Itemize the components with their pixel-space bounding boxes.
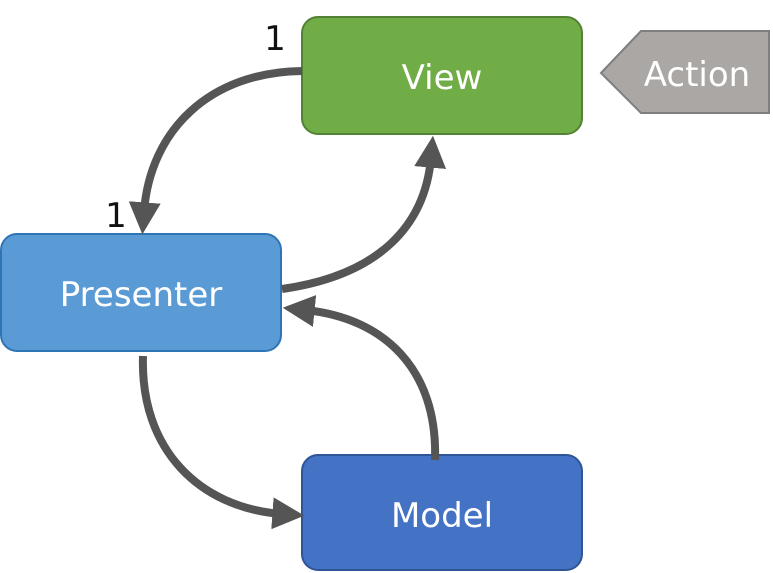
model-node: Model — [301, 454, 583, 571]
model-label: Model — [391, 496, 493, 536]
arrow-view-to-presenter — [128, 67, 303, 235]
view-label: View — [402, 58, 483, 98]
view-node: View — [301, 16, 583, 135]
presenter-node: Presenter — [0, 233, 282, 352]
action-label: Action — [644, 55, 750, 95]
multiplicity-view-end: 1 — [264, 19, 286, 59]
arrow-presenter-to-model — [138, 355, 305, 530]
multiplicity-presenter-end: 1 — [105, 196, 127, 236]
arrow-model-to-presenter — [282, 295, 440, 461]
presenter-label: Presenter — [60, 275, 222, 315]
action-node: Action — [599, 30, 770, 114]
arrow-presenter-to-view — [281, 135, 447, 293]
